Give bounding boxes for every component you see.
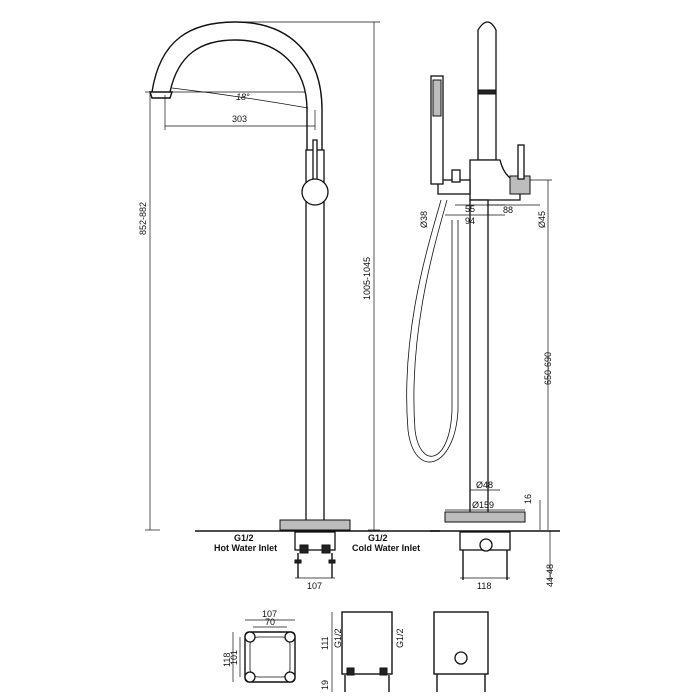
plan-70-label: 70 [265, 617, 275, 627]
shower-hose [406, 199, 459, 463]
section-111-label: 111 [320, 636, 330, 650]
angle-arc [171, 87, 309, 109]
diverter-knob [451, 169, 461, 183]
plan-107-label: 107 [262, 609, 277, 619]
side-base-width-label: 118 [477, 581, 491, 591]
cold-inlet-label: Cold Water Inlet [352, 543, 420, 553]
dia-38-label: Ø38 [419, 211, 429, 228]
section-g-left-label: G1/2 [333, 628, 343, 648]
front-base-plate [279, 519, 351, 531]
plan-118-label: 118 [222, 653, 232, 667]
hot-g-label: G1/2 [234, 533, 254, 543]
side-inlet-connector [479, 538, 493, 552]
front-base-width-label: 107 [307, 581, 322, 591]
section-box-side [433, 611, 489, 675]
dim-55-label: 55 [465, 204, 475, 214]
front-view [145, 21, 440, 579]
side-spout-band [477, 89, 497, 95]
cold-g-label: G1/2 [368, 533, 388, 543]
side-body-column [469, 199, 489, 521]
handle-lever [312, 139, 318, 181]
section-view-front [331, 611, 393, 692]
side-handle-lever [517, 144, 525, 180]
mixer-knob [301, 178, 329, 206]
plan-view [232, 619, 296, 683]
hot-inlet-label: Hot Water Inlet [214, 543, 277, 553]
section-19-label: 19 [320, 680, 330, 690]
outlet-height-label: 852-882 [138, 202, 148, 235]
spout-tip [149, 91, 173, 99]
dim-94-label: 94 [465, 216, 475, 226]
dim-16-label: 16 [523, 494, 533, 504]
cold-inlet-connector [321, 544, 331, 554]
section-g-right-label: G1/2 [395, 628, 405, 648]
spout-inner [169, 39, 308, 150]
dia-48-label: Ø48 [476, 480, 493, 490]
angle-label: 18° [236, 92, 250, 102]
section-view-side [433, 611, 489, 692]
plan-101-label: 101 [229, 650, 239, 665]
hot-inlet-connector [299, 544, 309, 554]
dim-88-label: 88 [503, 205, 513, 215]
dia-45-label: Ø45 [537, 211, 547, 228]
dia-159-label: Ø159 [472, 500, 494, 510]
side-view [406, 21, 560, 580]
side-base-plate [444, 511, 526, 523]
section-box-front [341, 611, 393, 675]
spout-outer [151, 21, 323, 150]
reach-label: 303 [232, 114, 247, 124]
body-column [305, 149, 325, 523]
box-height-label: 44-48 [545, 564, 555, 587]
handle-height-label: 650-690 [543, 352, 553, 385]
plan-box [244, 631, 296, 683]
total-height-label: 1005-1045 [362, 257, 372, 300]
hand-shower-head [432, 79, 442, 117]
